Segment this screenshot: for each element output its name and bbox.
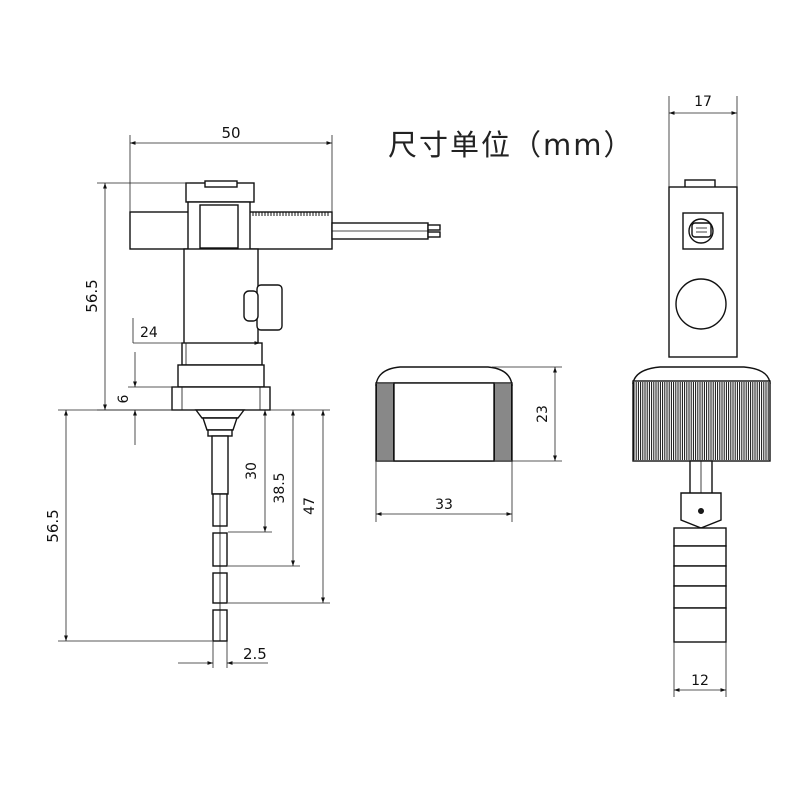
side-probe-ring-3 [673, 565, 727, 587]
dim-label-50: 50 [221, 124, 240, 142]
dim-label-56-5-bottom: 56.5 [44, 509, 62, 542]
dim-label-24: 24 [140, 325, 158, 341]
front-left-lever [129, 211, 191, 250]
side-probe-ring-1 [673, 527, 727, 547]
side-probe-ring-4 [673, 585, 727, 609]
side-knob-cap [632, 366, 771, 384]
front-right-arm [245, 211, 333, 250]
front-base-collar [177, 364, 265, 388]
front-arm-ribs [249, 212, 329, 216]
front-base-flange [171, 386, 271, 411]
knob-ribs-right [494, 384, 512, 460]
dim-label-47: 47 [302, 497, 318, 515]
side-view: 17 12 [632, 94, 771, 697]
front-view [129, 180, 441, 642]
side-probe-ring-5 [673, 607, 727, 643]
knob-top-cap [375, 366, 513, 386]
dim-label-17: 17 [694, 94, 712, 110]
knob-view: 23 33 [375, 366, 562, 522]
front-stem [211, 435, 229, 495]
front-cap-notch [204, 180, 238, 188]
dim-label-30: 30 [244, 462, 260, 480]
front-dimensions: 50 56.5 24 6 56.5 30 38.5 47 [44, 124, 333, 668]
dim-label-12: 12 [691, 673, 709, 689]
front-lower-ring [181, 342, 263, 366]
side-knob-ribs [633, 382, 769, 460]
dim-label-2-5: 2.5 [243, 645, 267, 663]
front-stem-collar [194, 409, 246, 419]
drawing-title: 尺寸单位（mm） [388, 128, 635, 162]
dim-label-6: 6 [116, 394, 132, 403]
knob-ribs-left [376, 384, 394, 460]
side-round-hole [675, 278, 727, 330]
front-side-boss [256, 284, 283, 331]
dim-label-56-5-top: 56.5 [83, 279, 101, 312]
side-probe-ring-2 [673, 545, 727, 567]
dim-label-33: 33 [435, 497, 453, 513]
dim-label-38-5: 38.5 [272, 472, 288, 503]
dim-label-23: 23 [535, 405, 551, 423]
